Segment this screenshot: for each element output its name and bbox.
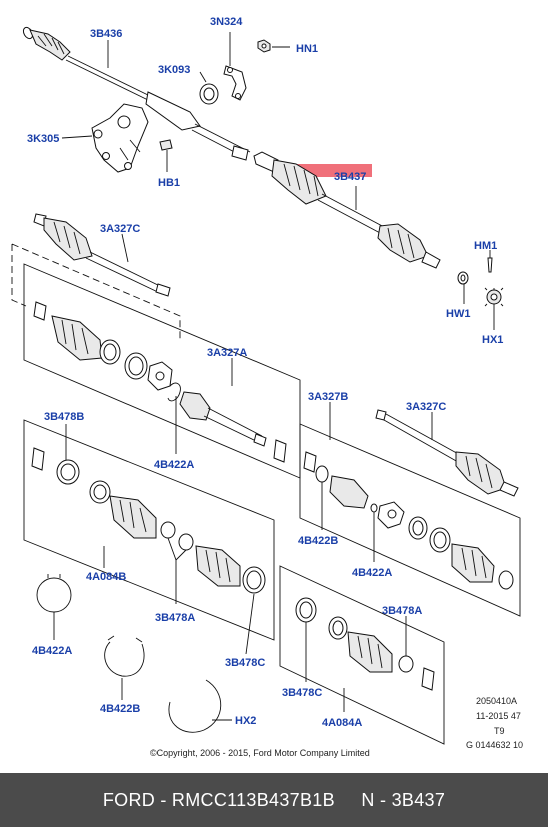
kit-box-4a084b: [23, 419, 275, 641]
part-number-footer: FORD - RMCC113B437B1B N - 3B437: [0, 773, 548, 827]
shaft-3a327c-top: [33, 213, 171, 297]
kit-3a327a-parts: [33, 301, 287, 463]
footer-text: FORD - RMCC113B437B1B N - 3B437: [102, 789, 446, 810]
reference-line-3: T9: [494, 726, 505, 736]
kit-box-3a327b: [299, 423, 521, 617]
bearing-ring: [199, 83, 219, 105]
reference-line-2: 11-2015 47: [476, 711, 521, 721]
label-3b478b: 3B478B: [44, 411, 84, 423]
label-hm1: HM1: [474, 240, 497, 252]
label-hx1: HX1: [482, 334, 503, 346]
label-3b478a-right: 3B478A: [382, 605, 422, 617]
label-3k305: 3K305: [27, 133, 59, 145]
kit-3a327b-parts: [303, 451, 514, 590]
label-3a327c-right: 3A327C: [406, 401, 446, 413]
label-hx2: HX2: [235, 715, 256, 727]
snap-ring-hx2: [168, 679, 222, 733]
drive-shaft-right: [253, 151, 441, 269]
nut-hn1: [257, 39, 290, 53]
parts-diagram: 3B436 3N324 HN1 3K093 3K305 HB1 3B437 3A…: [11, 16, 523, 758]
label-4b422a-low: 4B422A: [32, 645, 72, 657]
label-4a084a: 4A084A: [322, 717, 362, 729]
label-4b422a-mid: 4B422A: [154, 459, 194, 471]
kit-box-4a084a: [279, 565, 445, 745]
reference-line-4: G 0144632 10: [466, 740, 523, 750]
leader-lines: [53, 40, 495, 721]
copyright-text: ©Copyright, 2006 - 2015, Ford Motor Comp…: [150, 748, 370, 758]
label-3b436: 3B436: [90, 28, 122, 40]
label-3a327b: 3A327B: [308, 391, 348, 403]
label-4b422b-low: 4B422B: [100, 703, 140, 715]
label-4b422b-mid: 4B422B: [298, 535, 338, 547]
reference-line-1: 2050410A: [476, 696, 517, 706]
label-4a084b: 4A084B: [86, 571, 126, 583]
nut-hx1: [484, 287, 504, 307]
bolt-hb1: [159, 139, 173, 172]
label-3n324: 3N324: [210, 16, 243, 28]
label-3b478a-mid: 3B478A: [155, 612, 195, 624]
pin-hm1: [487, 252, 493, 273]
dashed-guide: [11, 243, 181, 340]
shaft-3a327c-right: [375, 409, 519, 497]
washer-hw1: [457, 271, 469, 285]
kit-4a084b-parts: [31, 447, 266, 594]
bearing-bracket: [91, 103, 149, 173]
bearing-clamp: [223, 32, 247, 101]
circlip-4b422a: [36, 574, 72, 613]
label-3a327a: 3A327A: [207, 347, 247, 359]
label-hw1: HW1: [446, 308, 470, 320]
label-3b478c-mid: 3B478C: [225, 657, 265, 669]
drive-shaft-left: [22, 26, 251, 161]
label-hn1: HN1: [296, 43, 318, 55]
label-4b422a-right: 4B422A: [352, 567, 392, 579]
label-3b478c-right: 3B478C: [282, 687, 322, 699]
label-3k093: 3K093: [158, 64, 190, 76]
label-3a327c-top: 3A327C: [100, 223, 140, 235]
circlip-4b422b: [104, 635, 145, 677]
kit-4a084a-parts: [295, 597, 435, 691]
label-3b437: 3B437: [334, 171, 366, 183]
label-hb1: HB1: [158, 177, 180, 189]
